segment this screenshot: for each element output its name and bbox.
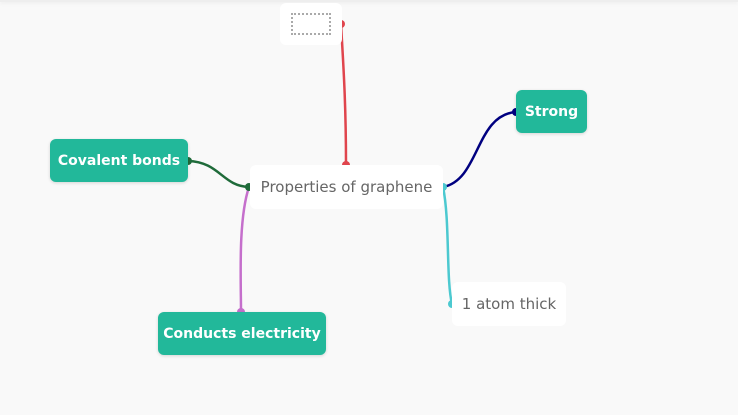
top-bar: [0, 0, 738, 2]
connector-empty: [339, 23, 348, 166]
empty-placeholder: [291, 13, 331, 35]
central-node[interactable]: Properties of graphene: [250, 165, 443, 209]
node-covalent-bonds[interactable]: Covalent bonds: [50, 139, 188, 182]
empty-node[interactable]: [280, 3, 342, 45]
connector-strong: [442, 110, 517, 189]
connector-thick: [441, 186, 454, 305]
node-conducts-electricity[interactable]: Conducts electricity: [158, 312, 326, 355]
node-1-atom-thick[interactable]: 1 atom thick: [452, 282, 566, 326]
connector-covalent: [187, 159, 250, 189]
node-strong[interactable]: Strong: [516, 90, 587, 133]
connector-conducts: [239, 186, 251, 313]
